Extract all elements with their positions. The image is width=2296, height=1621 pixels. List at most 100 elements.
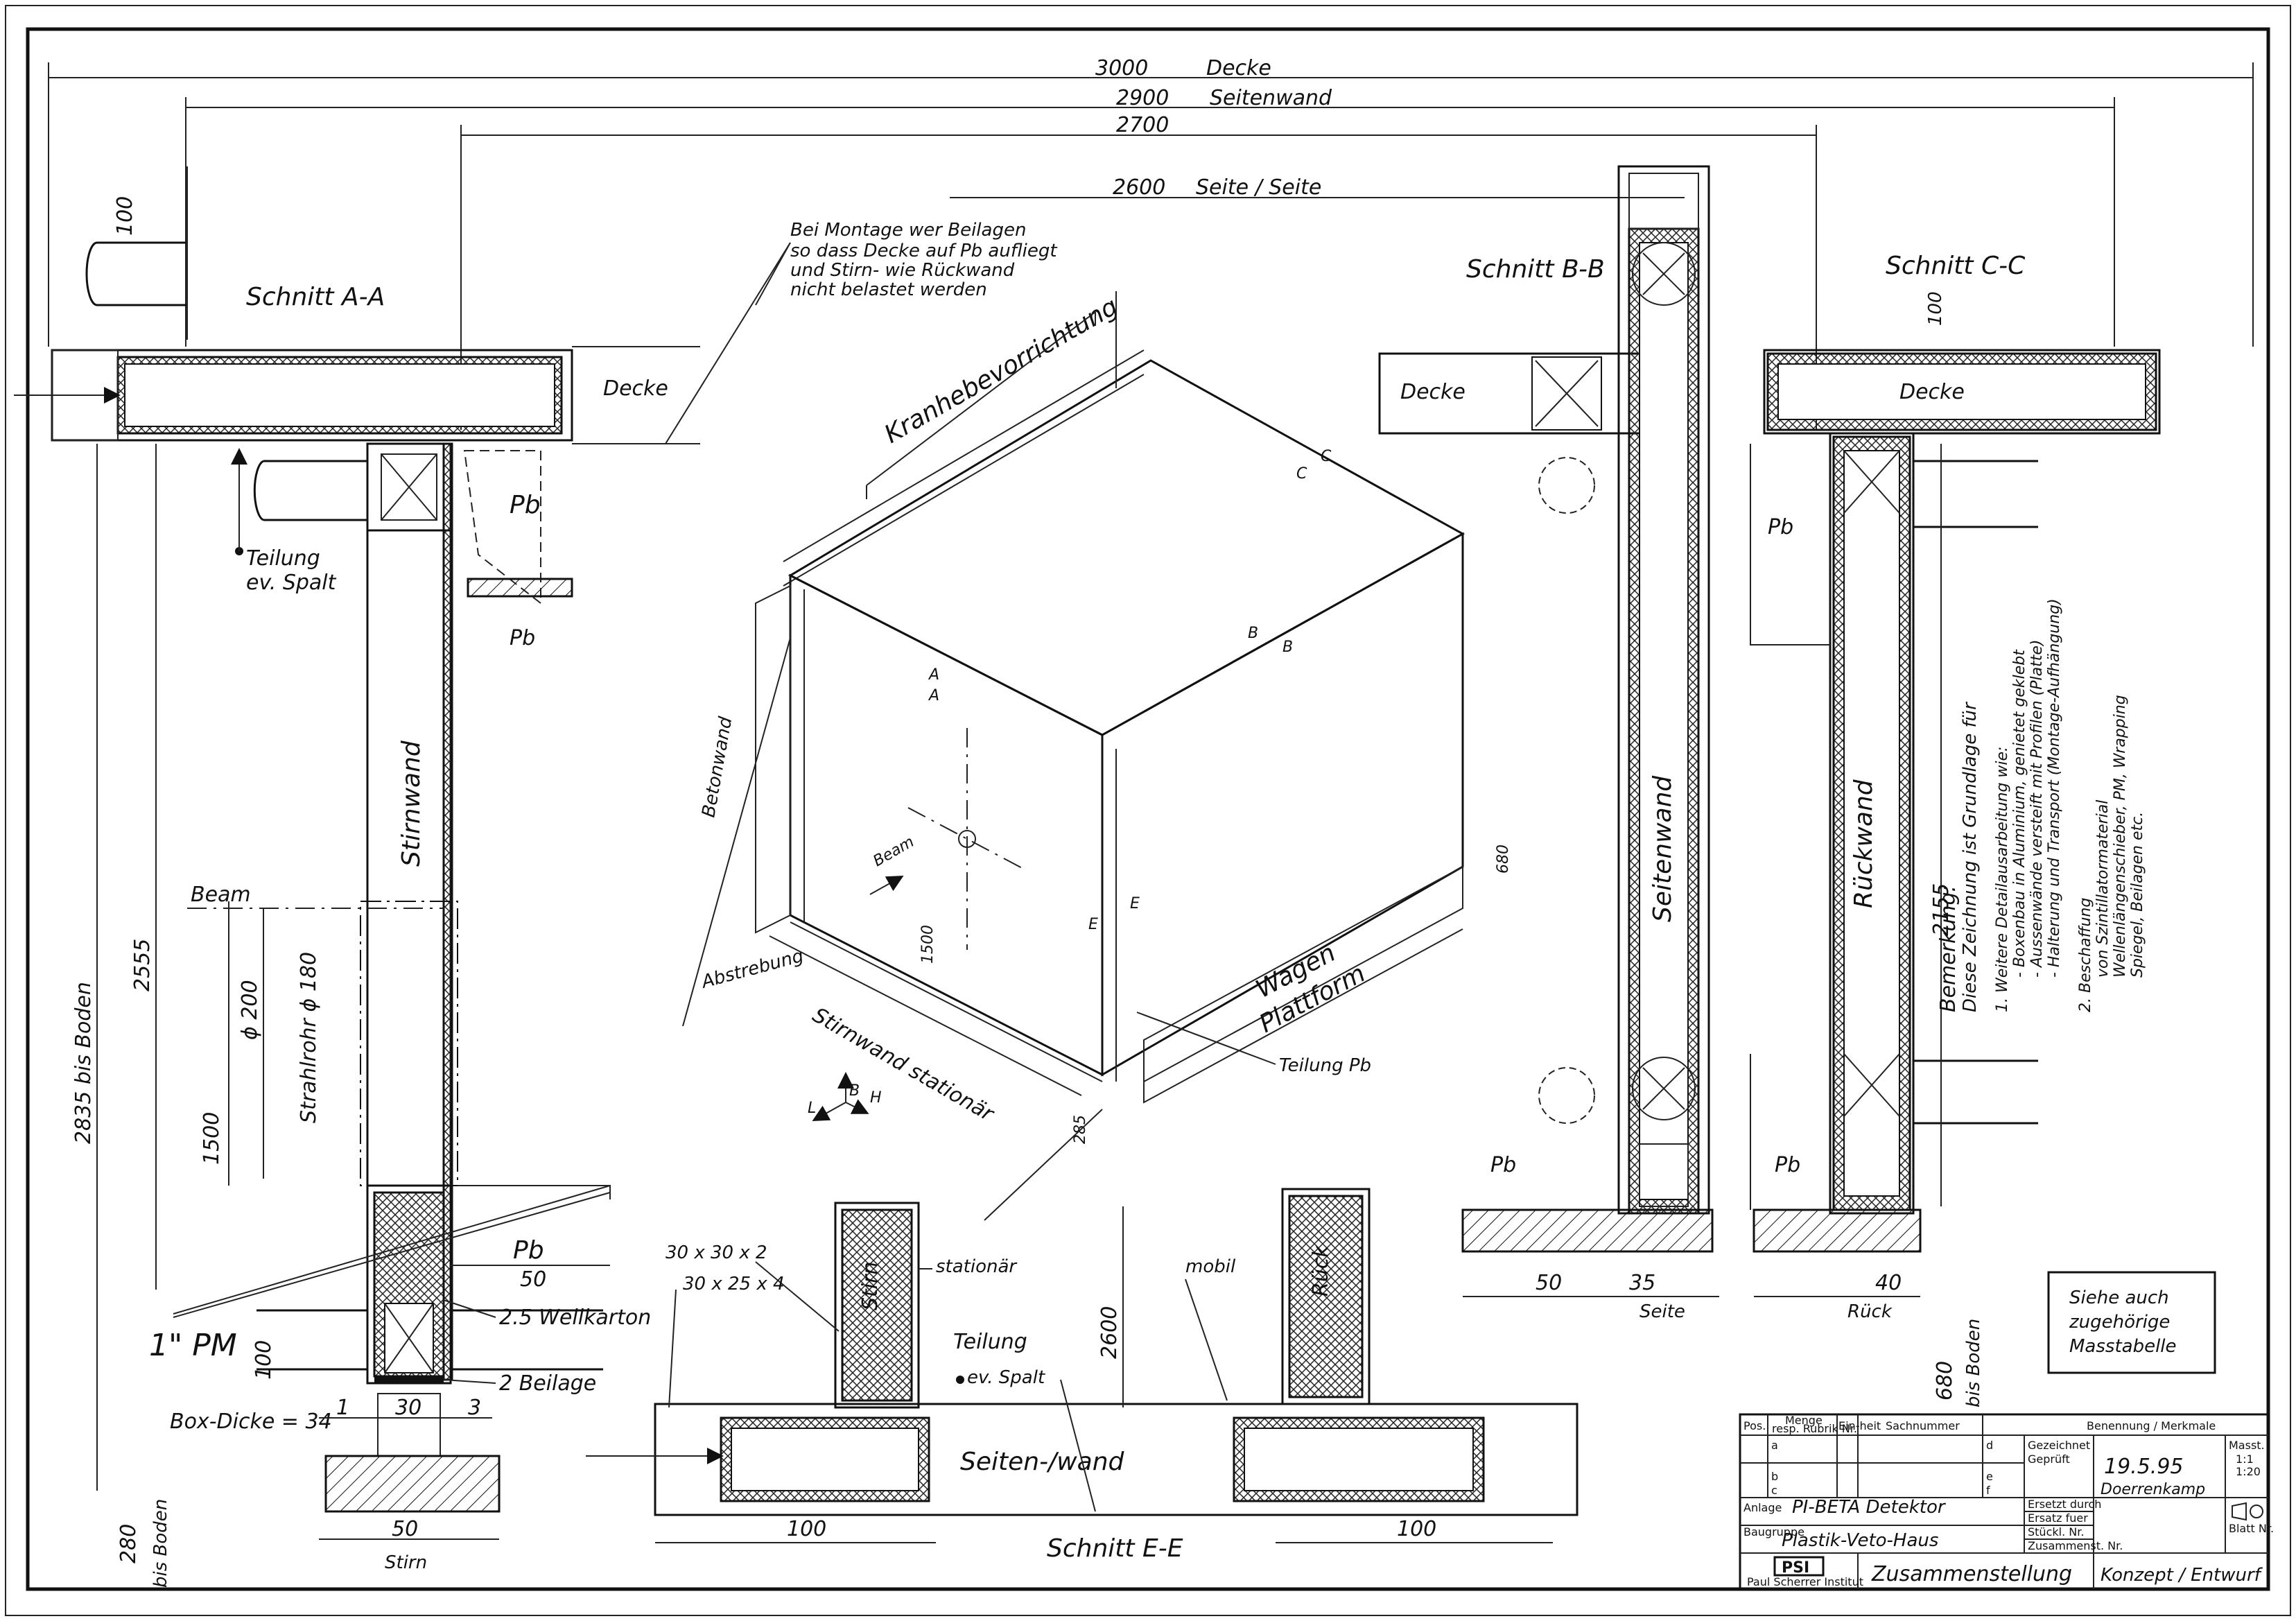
note-line-1: Bei Montage wer Beilagen <box>790 220 1026 241</box>
iso-cut-c2: C <box>1321 448 1332 465</box>
bb-d35: 35 <box>1629 1271 1655 1295</box>
montage-note: Bei Montage wer Beilagen so dass Decke a… <box>665 220 1057 444</box>
aa-decke: Decke <box>603 376 668 401</box>
cc-d2155: 2155 <box>1929 883 1954 936</box>
cc-d100: 100 <box>1925 291 1946 326</box>
tb-r-a: a <box>1771 1439 1778 1452</box>
aa-pb-wedge <box>463 450 541 605</box>
cc-rueck: Rück <box>1847 1301 1893 1322</box>
iso-cut-e2: E <box>1130 895 1140 912</box>
remarks: Bemerkung: Diese Zeichnung ist Grundlage… <box>1936 598 2146 1012</box>
title-block: Pos. Menge resp. Rubrik Nr. Ein-heit Sac… <box>1739 1413 2274 1590</box>
aa-d50-stirn: 50 <box>392 1517 418 1541</box>
iso-axis-b: B <box>849 1082 860 1100</box>
inner-frame <box>26 27 2270 1591</box>
bb-title: Schnitt B-B <box>1466 255 1605 284</box>
cc-pb-upper: Pb <box>1768 515 1793 539</box>
tb-baugruppe-label: Baugruppe <box>1743 1525 1804 1538</box>
iso-beam: Beam <box>871 833 918 870</box>
bb-d50: 50 <box>1536 1271 1562 1295</box>
ee-d2600: 2600 <box>1097 1306 1122 1359</box>
tb-blatt: Blatt Nr. <box>2229 1522 2274 1535</box>
aa-pb-bottom: Pb <box>513 1236 544 1265</box>
remarks-item1a: - Boxenbau in Aluminium, genietet gekleb… <box>2011 649 2028 978</box>
ee-rueck <box>1281 1188 1371 1405</box>
aa-stirn: Stirn <box>385 1552 427 1573</box>
tb-h-pos: Pos. <box>1743 1419 1766 1432</box>
see-also-2: zugehörige <box>2069 1312 2170 1333</box>
tb-r-c: c <box>1771 1484 1777 1497</box>
tb-massstab: Masst. <box>2229 1439 2265 1452</box>
tb-geprueft: Geprüft <box>2028 1453 2070 1466</box>
iso-axis-h: H <box>870 1089 882 1107</box>
aa-d50-pb: 50 <box>520 1267 546 1292</box>
iso-cut-c1: C <box>1296 465 1307 483</box>
bb-seite: Seite <box>1640 1301 1685 1322</box>
iso-d680: 680 <box>1495 844 1512 874</box>
tb-baugruppe: Plastik-Veto-Haus <box>1782 1530 1938 1551</box>
ee-p30x25x4: 30 x 25 x 4 <box>683 1274 785 1294</box>
aa-stirnwand: Stirnwand <box>397 740 426 867</box>
aa-d2555: 2555 <box>130 939 155 991</box>
dim-3000: 3000 <box>1095 56 1148 80</box>
aa-beilage: 2 Beilage <box>499 1371 596 1396</box>
tb-logo: PSI <box>1782 1559 1809 1577</box>
aa-d1500: 1500 <box>200 1112 224 1165</box>
iso-top-face <box>788 359 1466 736</box>
dim-2600-label: Seite / Seite <box>1196 175 1321 200</box>
tb-r-d: d <box>1986 1439 1993 1452</box>
ee-d100-left: 100 <box>787 1517 826 1541</box>
bb-pb: Pb <box>1490 1153 1516 1177</box>
outer-frame <box>5 5 2291 1616</box>
aa-d2835: 2835 bis Boden <box>71 982 96 1144</box>
tb-scale2: 1:20 <box>2236 1465 2261 1478</box>
ee-stationaer: stationär <box>936 1256 1018 1277</box>
dim-2900: 2900 <box>1116 86 1169 110</box>
iso-cut-e1: E <box>1088 916 1098 933</box>
iso-cut-a1: A <box>928 666 939 684</box>
tb-zusammenst: Zusammenst. Nr. <box>2028 1539 2123 1552</box>
aa-d1: 1 <box>336 1396 349 1420</box>
ee-stirn-label: Stirn <box>858 1262 882 1311</box>
ee-mobil: mobil <box>1185 1256 1236 1277</box>
ee-teilung: Teilung <box>953 1330 1027 1354</box>
aa-pb-lower: Pb <box>510 626 535 650</box>
iso-betonwand-label: Betonwand <box>698 715 736 819</box>
aa-d280: 280 <box>116 1524 141 1563</box>
ee-seitenwand <box>654 1403 1578 1516</box>
remarks-item1: 1. Weitere Detailausarbeitung wie: <box>1994 747 2011 1012</box>
cc-d40: 40 <box>1875 1271 1902 1295</box>
projection-symbol <box>2232 1502 2263 1521</box>
remarks-item2c: Spiegel, Beilagen etc. <box>2129 812 2146 978</box>
ee-rueck-label: Rück <box>1309 1245 1333 1297</box>
ee-stirn <box>834 1202 920 1409</box>
section-aa: 100 Schnitt A-A Decke Stirnwand Pb Pb Te… <box>14 166 700 1588</box>
ee-title: Schnitt E-E <box>1047 1534 1183 1563</box>
see-also-1: Siehe auch <box>2069 1288 2169 1308</box>
tb-scale1: 1:1 <box>2236 1453 2254 1466</box>
cc-pb-lower: Pb <box>1775 1153 1800 1177</box>
aa-d200: ϕ 200 <box>238 980 262 1040</box>
iso-cut-b2: B <box>1282 639 1293 656</box>
bb-seitenwand-label: Seitenwand <box>1649 775 1677 922</box>
tb-anlage: PI-BETA Detektor <box>1792 1497 1947 1518</box>
iso-stirnwand: Stirnwand stationär <box>808 1003 998 1127</box>
aa-beam: Beam <box>191 883 251 907</box>
tb-ersatz-fuer: Ersatz fuer <box>2028 1511 2088 1525</box>
remarks-item2a: von Szintillatormaterial <box>2094 800 2112 978</box>
psi-logo <box>1773 1556 1825 1577</box>
section-bb: Schnitt B-B Decke Seitenwand Pb 50 35 Se… <box>1378 165 1719 1322</box>
dim-2900-label: Seitenwand <box>1210 86 1332 110</box>
tb-h-resp: resp. Rubrik Nr. <box>1772 1422 1857 1435</box>
tb-anlage-label: Anlage <box>1743 1501 1782 1514</box>
cc-decke: Decke <box>1899 380 1965 404</box>
iso-axis-l: L <box>808 1100 816 1117</box>
tb-h-einheit: Ein-heit <box>1838 1419 1881 1432</box>
tb-h-sachnummer: Sachnummer <box>1886 1419 1960 1432</box>
iso-abstrebung: Abstrebung <box>698 946 806 993</box>
aa-spalt: ev. Spalt <box>246 571 337 595</box>
tb-signature: Doerrenkamp <box>2101 1481 2205 1498</box>
aa-pb-upper: Pb <box>510 491 541 519</box>
bb-floor <box>1461 1208 1714 1253</box>
